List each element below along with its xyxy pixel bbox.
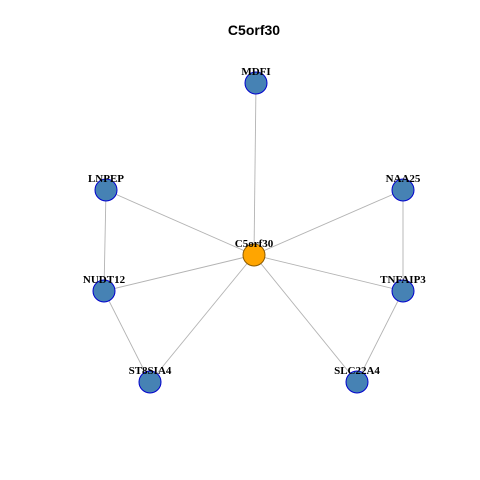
node-label: NUDT12 <box>83 274 126 286</box>
node-tnfaip3: TNFAIP3 <box>380 274 426 303</box>
edge-c5orf30-st8sia4 <box>149 254 255 383</box>
node-circle <box>138 370 162 394</box>
edge-c5orf30-mdfi <box>253 82 257 256</box>
edge-nudt12-st8sia4 <box>103 290 151 383</box>
node-circle <box>345 370 369 394</box>
node-label: SLC22A4 <box>334 365 380 377</box>
graph-title: C5orf30 <box>228 22 280 38</box>
node-nudt12: NUDT12 <box>83 274 126 303</box>
node-circle <box>94 178 118 202</box>
node-label: MDFI <box>241 66 270 78</box>
node-slc22a4: SLC22A4 <box>334 365 380 394</box>
node-circle <box>391 279 415 303</box>
node-naa25: NAA25 <box>386 173 421 202</box>
node-circle <box>242 243 266 267</box>
edge-c5orf30-tnfaip3 <box>253 254 404 292</box>
node-st8sia4: ST8SIA4 <box>129 365 172 394</box>
node-label: NAA25 <box>386 173 421 185</box>
edge-c5orf30-lnpep <box>105 189 255 256</box>
edge-c5orf30-nudt12 <box>103 254 255 292</box>
edge-c5orf30-slc22a4 <box>253 254 358 383</box>
node-mdfi: MDFI <box>241 66 271 95</box>
edges-layer <box>103 82 404 383</box>
node-c5orf30: C5orf30 <box>235 238 274 267</box>
edge-tnfaip3-slc22a4 <box>356 290 404 383</box>
node-label: TNFAIP3 <box>380 274 426 286</box>
node-label: C5orf30 <box>235 238 274 250</box>
node-circle <box>244 71 268 95</box>
node-label: LNPEP <box>88 173 124 185</box>
node-circle <box>92 279 116 303</box>
edge-c5orf30-naa25 <box>253 189 404 256</box>
node-label: ST8SIA4 <box>129 365 172 377</box>
edge-lnpep-nudt12 <box>103 189 107 292</box>
node-circle <box>391 178 415 202</box>
node-lnpep: LNPEP <box>88 173 124 202</box>
